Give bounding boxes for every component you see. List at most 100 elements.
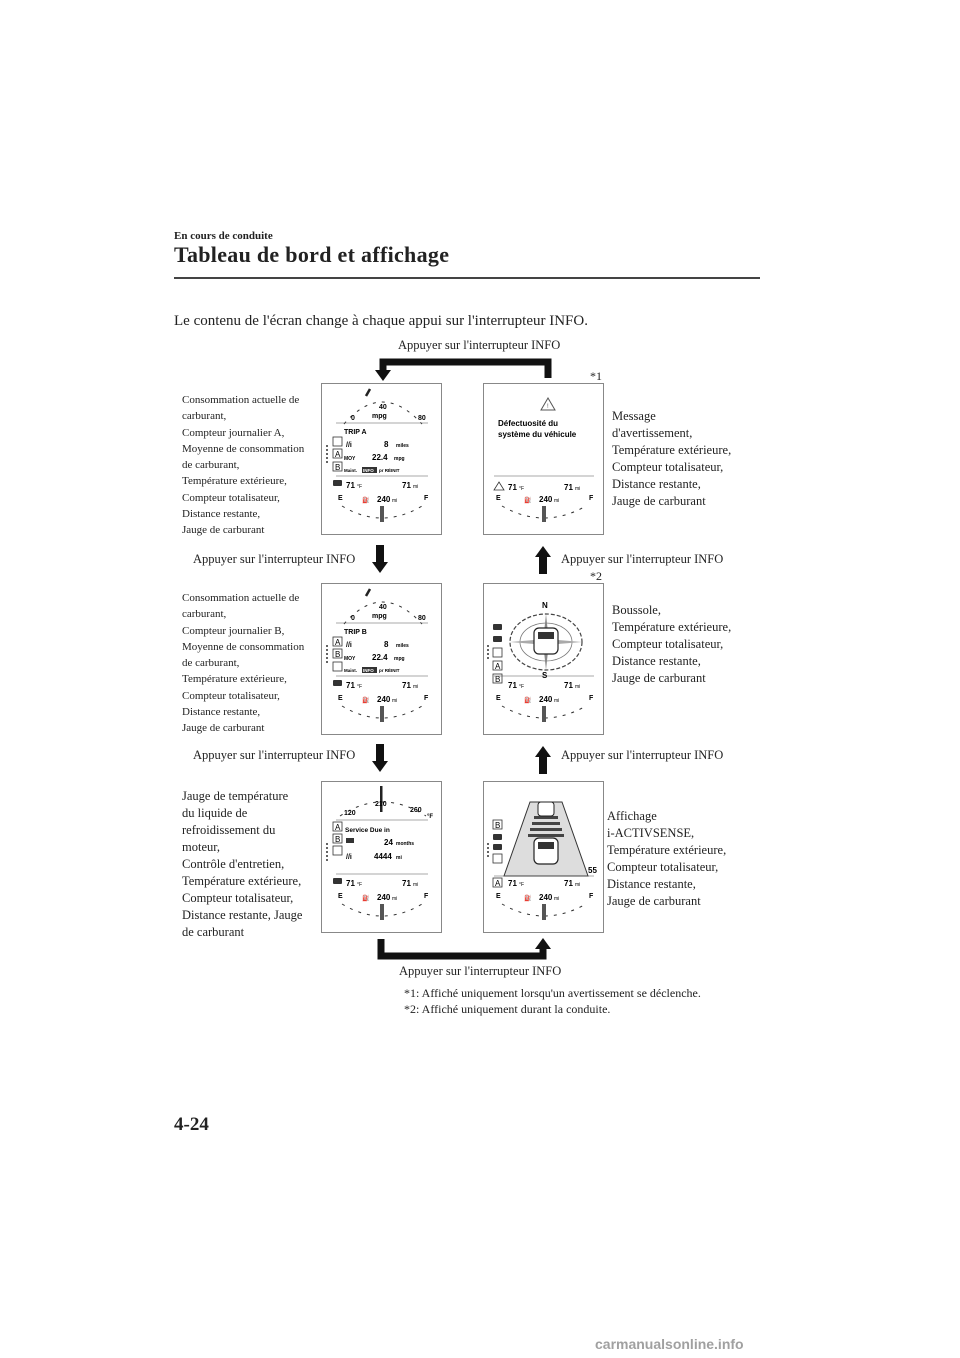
svg-text:F: F <box>424 495 429 502</box>
svg-text:E: E <box>338 495 343 502</box>
car-box-icon <box>332 661 343 672</box>
footnote-1: *1: Affiché uniquement lorsqu'un avertis… <box>404 986 701 1000</box>
svg-text://i: //i <box>346 442 352 449</box>
svg-text:mi: mi <box>554 896 559 902</box>
svg-text:°F: °F <box>357 882 362 888</box>
svg-text:°F: °F <box>519 684 524 690</box>
section-label: En cours de conduite <box>174 230 273 242</box>
svg-text:4444: 4444 <box>374 852 392 861</box>
svg-text:E: E <box>496 893 501 900</box>
arrow-bottom-loop <box>377 939 547 960</box>
fuel-pump-icon: ⛽ <box>362 696 370 704</box>
svg-text:mi: mi <box>392 698 397 704</box>
svg-text:240: 240 <box>539 893 553 902</box>
svg-text:B: B <box>335 650 340 659</box>
svg-text:°F: °F <box>519 882 524 888</box>
svg-text:71: 71 <box>346 879 355 888</box>
svg-text:B: B <box>495 821 500 830</box>
svg-text:B: B <box>335 835 340 844</box>
arrow-right-2-head <box>535 746 551 757</box>
svg-text:B: B <box>495 675 500 684</box>
svg-text:B: B <box>335 463 340 472</box>
svg-text:Maint.: Maint. <box>344 468 357 473</box>
screen-coolant: 120 210 260 °F A B Service Due in 24 mon… <box>321 781 442 933</box>
fuel-gauge-marker <box>542 706 546 722</box>
svg-text:0: 0 <box>351 415 355 422</box>
svg-text:40: 40 <box>379 404 387 411</box>
svg-text:22.4: 22.4 <box>372 653 388 662</box>
arrow-left-2-shaft <box>376 744 384 762</box>
svg-text:24: 24 <box>384 838 393 847</box>
svg-text:F: F <box>424 695 429 702</box>
svg-text:TRIP A: TRIP A <box>344 429 367 436</box>
svg-text:210: 210 <box>375 801 387 808</box>
svg-text:mi: mi <box>575 684 580 690</box>
svg-text:mi: mi <box>392 896 397 902</box>
press-info-right-1: Appuyer sur l'interrupteur INFO <box>561 552 724 566</box>
button-a-icon <box>332 636 343 647</box>
ring-icon <box>332 436 343 447</box>
svg-text:mi: mi <box>392 498 397 504</box>
svg-text:0: 0 <box>351 615 355 622</box>
svg-text:pr RÉINIT: pr RÉINIT <box>379 466 400 473</box>
svg-text:mi: mi <box>413 684 418 690</box>
svg-text:mi: mi <box>554 498 559 504</box>
footnote-mark-1: *1 <box>590 369 602 383</box>
desc-trip-a: Consommation actuelle de carburant, Comp… <box>182 394 305 537</box>
svg-text:E: E <box>338 695 343 702</box>
svg-text:71: 71 <box>346 681 355 690</box>
desc-coolant: Jauge de température du liquide de refro… <box>182 789 303 939</box>
gauge-needle <box>364 388 372 397</box>
gauge-needle <box>364 588 372 597</box>
svg-text:F: F <box>424 893 429 900</box>
warning-triangle-icon <box>540 397 556 411</box>
arrow-left-1-head <box>372 562 388 573</box>
screen-trip-b: 0 40 80 mpg TRIP B A B //i 8 miles MOY 2… <box>321 583 442 735</box>
press-info-right-2: Appuyer sur l'interrupteur INFO <box>561 748 724 762</box>
button-b-icon <box>332 648 343 659</box>
svg-text:système du véhicule: système du véhicule <box>498 430 577 439</box>
svg-text:240: 240 <box>377 893 391 902</box>
arrow-right-2-shaft <box>539 756 547 774</box>
svg-text:8: 8 <box>384 440 389 449</box>
desc-activsense: Affichage i-ACTIVSENSE, Température exté… <box>607 809 727 908</box>
car-icon <box>533 627 559 655</box>
svg-text:71: 71 <box>564 681 573 690</box>
svg-text:mpg: mpg <box>394 456 405 462</box>
svg-text:mi: mi <box>575 486 580 492</box>
own-car-icon <box>533 837 559 865</box>
arrow-left-1-shaft <box>376 545 384 563</box>
title-rule <box>174 277 760 279</box>
desc-compass: Boussole, Température extérieure, Compte… <box>612 603 732 685</box>
svg-text://i: //i <box>346 642 352 649</box>
svg-text:A: A <box>335 823 341 832</box>
svg-text://i: //i <box>346 854 352 861</box>
page-title: Tableau de bord et affichage <box>174 242 450 267</box>
svg-text:°F: °F <box>519 486 524 492</box>
press-info-bottom: Appuyer sur l'interrupteur INFO <box>399 964 562 978</box>
svg-text:Défectuosité du: Défectuosité du <box>498 419 558 428</box>
svg-text:240: 240 <box>377 695 391 704</box>
press-info-top: Appuyer sur l'interrupteur INFO <box>398 338 561 352</box>
svg-text:°F: °F <box>357 684 362 690</box>
small-warning-icon <box>493 481 505 491</box>
svg-text:71: 71 <box>564 879 573 888</box>
press-info-left-2: Appuyer sur l'interrupteur INFO <box>193 748 356 762</box>
svg-text:mpg: mpg <box>372 613 387 620</box>
desc-trip-b: Consommation actuelle de carburant, Comp… <box>182 592 305 735</box>
svg-text:71: 71 <box>508 483 517 492</box>
arrow-bottom-head <box>535 938 551 949</box>
fuel-gauge-marker <box>380 904 384 920</box>
fuel-pump-icon: ⛽ <box>362 894 370 902</box>
button-b-icon <box>332 461 343 472</box>
arrow-right-1-head <box>535 546 551 557</box>
svg-text:°F: °F <box>357 484 362 490</box>
svg-text:55: 55 <box>588 866 597 875</box>
svg-text:mpg: mpg <box>372 413 387 420</box>
fuel-pump-icon: ⛽ <box>524 894 532 902</box>
car-icon <box>333 878 342 884</box>
temp-needle <box>380 786 383 812</box>
svg-text:F: F <box>589 893 594 900</box>
svg-text:miles: miles <box>396 643 409 649</box>
svg-text:E: E <box>496 695 501 702</box>
